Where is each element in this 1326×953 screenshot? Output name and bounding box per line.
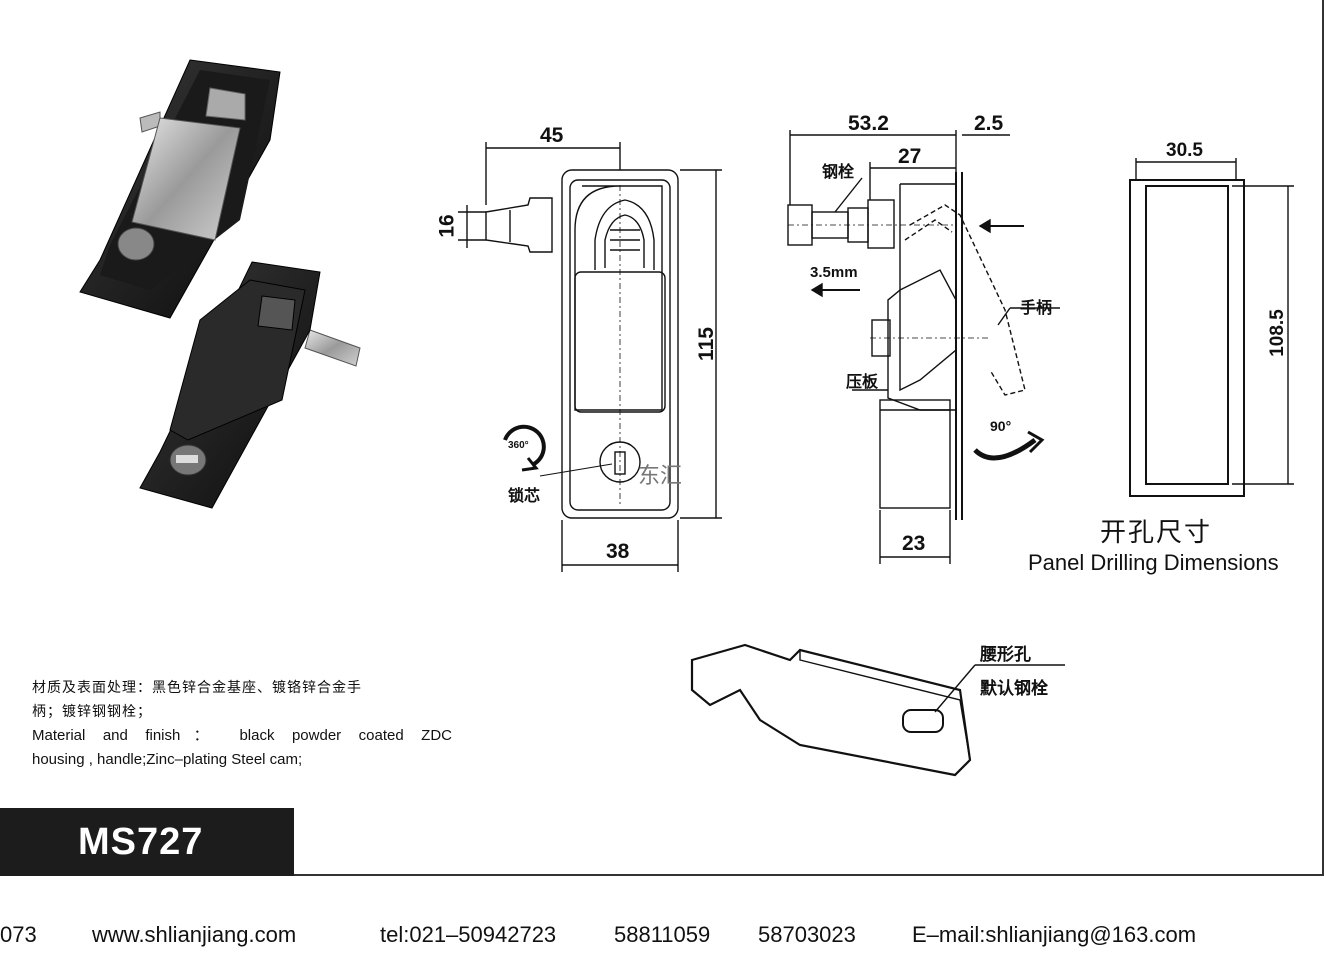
- steel-bolt-label: 钢栓: [822, 162, 855, 181]
- dim-side-plate-thickness: 2.5: [974, 112, 1004, 135]
- material-en-line-2: housing , handle;Zinc–plating Steel cam;: [32, 751, 303, 768]
- website-link[interactable]: www.shlianjiang.com: [92, 922, 297, 947]
- email-link[interactable]: E–mail:shlianjiang@163.com: [912, 922, 1197, 947]
- dim-front-width-bottom: 38: [606, 540, 630, 563]
- angle-label: 90°: [990, 418, 1012, 434]
- travel-label: 3.5mm: [810, 264, 858, 281]
- rotation-label: 360°: [508, 440, 529, 451]
- page-frame: [0, 0, 1324, 876]
- dim-front-width-top: 45: [540, 124, 564, 147]
- cutout-title-cn: 开孔尺寸: [1100, 518, 1213, 548]
- material-description: 材质及表面处理：黑色锌合金基座、镀铬锌合金手 柄；镀锌钢钢栓； Material…: [32, 676, 452, 772]
- dim-front-height-total: 115: [694, 327, 718, 361]
- lock-core-label: 锁芯: [508, 486, 541, 505]
- dim-side-base-width: 23: [902, 532, 926, 555]
- material-cn-line-1: 材质及表面处理：黑色锌合金基座、镀铬锌合金手: [32, 680, 362, 696]
- cam-label-1: 腰形孔: [980, 645, 1031, 665]
- telephone-2: 58811059: [614, 922, 711, 947]
- material-cn-line-2: 柄；镀锌钢钢栓；: [32, 704, 152, 720]
- dim-side-width-total: 53.2: [848, 112, 889, 135]
- telephone-3: 58703023: [758, 922, 856, 947]
- dim-side-bolt-depth: 27: [898, 145, 922, 168]
- cam-label-2: 默认钢栓: [980, 679, 1048, 699]
- dim-front-height-small: 16: [435, 214, 459, 238]
- dim-cutout-height: 108.5: [1266, 309, 1288, 357]
- photo-latch-closed: [79, 59, 281, 319]
- cutout-title-en: Panel Drilling Dimensions: [1028, 550, 1279, 575]
- watermark-text: 东汇: [638, 464, 683, 489]
- model-number: MS727: [0, 808, 294, 876]
- material-en-line-1: Material and finish： black powder coated…: [32, 727, 452, 744]
- dim-cutout-width: 30.5: [1166, 140, 1203, 161]
- handle-label: 手柄: [1020, 298, 1053, 317]
- pressure-plate-label: 压板: [846, 372, 879, 391]
- page-number: 073: [0, 922, 37, 947]
- photo-latch-open: [139, 261, 361, 509]
- telephone: tel:021–50942723: [380, 922, 557, 947]
